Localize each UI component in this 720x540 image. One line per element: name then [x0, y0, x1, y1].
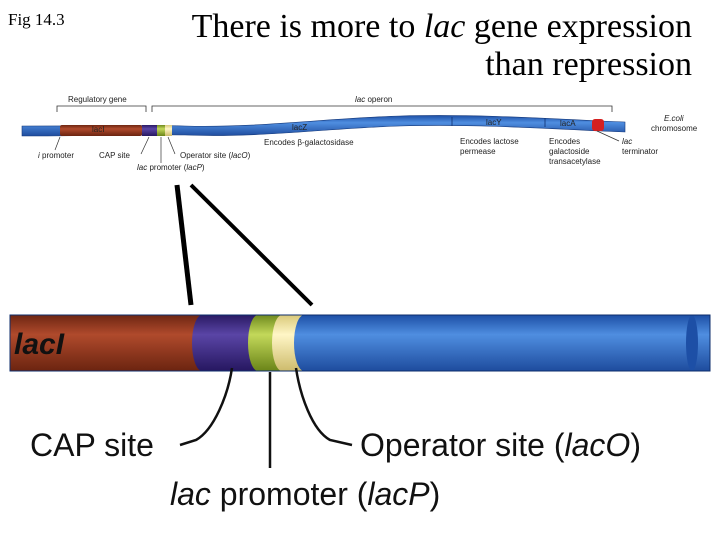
- operator-leader: [167, 136, 176, 155]
- lacy-gene-label: lacY: [486, 118, 502, 127]
- cap-site-zoomed-leader: [179, 367, 234, 447]
- lac-operon-label: lac operon: [355, 95, 392, 104]
- chromosome-label: chromosome: [651, 124, 698, 133]
- lacy-description-line1: Encodes lactose: [460, 137, 519, 146]
- slide-title: There is more to lac gene expression tha…: [191, 8, 692, 83]
- zoom-line-left: [174, 184, 194, 306]
- ecoli-label: E.coli: [664, 114, 684, 123]
- lac-operon-bracket: [151, 105, 613, 112]
- i-promoter-leader: [54, 136, 61, 151]
- figure-label: Fig 14.3: [8, 10, 65, 29]
- lac-promoter-segment: [157, 125, 165, 136]
- lacz-gene-label: lacZ: [292, 123, 307, 132]
- i-promoter-label: i promoter: [38, 151, 74, 160]
- top-overview: Regulatory gene lac operon lacI lacZ lac…: [21, 95, 698, 172]
- laci-gene-segment: [60, 125, 142, 136]
- zoomed-view: lacI CAP site Operator site (lacO) lac p…: [9, 314, 711, 512]
- terminator-leader: [596, 130, 620, 142]
- laca-description-line1: Encodes: [549, 137, 580, 146]
- lacy-description-line2: permease: [460, 147, 496, 156]
- cap-site-zoomed-label: CAP site: [30, 427, 154, 463]
- terminator-label-line2: terminator: [622, 147, 658, 156]
- regulatory-gene-bracket: [56, 105, 147, 112]
- operator-zoomed-leader: [294, 367, 353, 447]
- lac-promoter-zoomed-label: lac promoter (lacP): [170, 476, 440, 512]
- lacz-description: Encodes β-galactosidase: [264, 138, 354, 147]
- laci-zoomed-segment: [10, 315, 202, 371]
- lac-promoter-label-small: lac promoter (lacP): [137, 163, 205, 172]
- cap-site-segment: [142, 125, 157, 136]
- laci-gene-label: lacI: [92, 125, 104, 134]
- zoom-line-right: [189, 183, 314, 307]
- regulatory-gene-label: Regulatory gene: [68, 95, 127, 104]
- operator-label-small: Operator site (lacO): [180, 151, 251, 160]
- laca-description-line3: transacetylase: [549, 157, 601, 166]
- dna-zoomed-outline: [9, 314, 711, 372]
- operator-zoomed-label: Operator site (lacO): [360, 427, 641, 463]
- laca-gene-label: lacA: [560, 119, 576, 128]
- cap-site-leader: [140, 136, 150, 155]
- laca-description-line2: galactoside: [549, 147, 590, 156]
- lac-terminator-segment: [592, 119, 604, 131]
- laci-zoomed-label: lacI: [14, 328, 65, 361]
- dna-strand-overview: [21, 115, 626, 137]
- dna-strand-end: [686, 315, 698, 371]
- cap-site-label-small: CAP site: [99, 151, 131, 160]
- operator-segment: [165, 125, 172, 136]
- terminator-label-line1: lac: [622, 137, 632, 146]
- operator-lacz-boundary: [294, 315, 314, 371]
